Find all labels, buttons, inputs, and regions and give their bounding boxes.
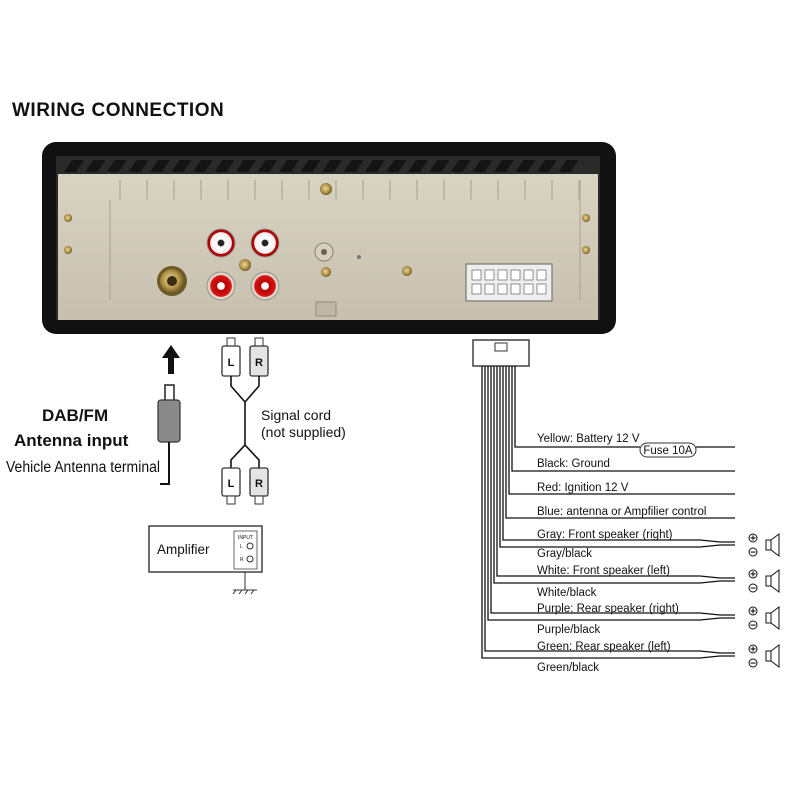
- signal-cord-plug-top-left: L: [221, 337, 241, 377]
- signal-cord-right-bottom: R: [255, 478, 263, 490]
- wire-label: Red: Ignition 12 V: [537, 482, 629, 494]
- speaker-icon: +−: [748, 533, 780, 559]
- signal-cord-note: (not supplied): [261, 424, 346, 440]
- antenna-socket: [157, 266, 187, 296]
- wire-label: Gray: Front speaker (right): [537, 529, 673, 541]
- harness-wire: [502, 366, 735, 543]
- harness-wire: [499, 366, 735, 548]
- wire-label: Green/black: [537, 662, 599, 674]
- wire-label: White/black: [537, 587, 597, 599]
- signal-cord-label: Signal cord: [261, 407, 331, 423]
- harness-wire: [487, 366, 735, 621]
- speakers: +−+−+−+−: [748, 533, 780, 670]
- wire-label: Blue: antenna or Ampfilier control: [537, 506, 706, 518]
- harness-wire: [484, 366, 735, 654]
- signal-cord-right-top: R: [255, 357, 263, 369]
- amplifier-box: Amplifier INPUT L R: [148, 525, 263, 595]
- polarity-minus: −: [750, 621, 756, 632]
- polarity-plus: +: [750, 607, 756, 618]
- harness-wire: [508, 366, 735, 495]
- polarity-minus: −: [750, 659, 756, 670]
- signal-cord-plug-bottom-left: L: [221, 467, 241, 505]
- rca-output-jacks: [206, 228, 280, 301]
- fuse-label: Fuse 10A: [643, 445, 693, 457]
- signal-cord: L R L R: [221, 337, 269, 505]
- signal-cord-left-top: L: [228, 357, 235, 369]
- amplifier-label: Amplifier: [157, 542, 210, 557]
- harness-wire: [493, 366, 735, 584]
- antenna-plug: [157, 384, 181, 485]
- harness-wire: [481, 366, 735, 659]
- harness-wire: [496, 366, 735, 579]
- antenna-arrow: [162, 345, 180, 374]
- polarity-minus: −: [750, 584, 756, 595]
- page-title: WIRING CONNECTION: [12, 100, 225, 121]
- cooling-vents: [64, 160, 579, 172]
- polarity-minus: −: [750, 548, 756, 559]
- wiring-harness: [481, 366, 735, 659]
- wire-label: White: Front speaker (left): [537, 565, 670, 577]
- harness-wire: [511, 366, 735, 472]
- iso-wiring-connector: [465, 263, 553, 302]
- wire-label: Purple/black: [537, 624, 601, 636]
- antenna-heading-1: DAB/FM: [42, 406, 108, 425]
- harness-wire: [490, 366, 735, 616]
- wire-label: Purple: Rear speaker (right): [537, 603, 679, 615]
- wire-label: Yellow: Battery 12 V: [537, 433, 640, 445]
- antenna-heading-2: Antenna input: [14, 431, 129, 450]
- signal-cord-plug-bottom-right: R: [249, 467, 269, 505]
- harness-connector-plug: [472, 339, 530, 367]
- wire-label: Black: Ground: [537, 458, 610, 470]
- wire-label: Gray/black: [537, 548, 592, 560]
- fuse: Fuse 10A: [639, 442, 697, 458]
- speaker-icon: +−: [748, 569, 780, 595]
- amplifier-input-label: INPUT: [238, 535, 253, 541]
- harness-wire: [514, 366, 735, 448]
- polarity-plus: +: [750, 570, 756, 581]
- polarity-plus: +: [750, 645, 756, 656]
- speaker-icon: +−: [748, 606, 780, 632]
- harness-wire: [505, 366, 735, 519]
- signal-cord-left-bottom: L: [228, 478, 235, 490]
- mounting-screws: [64, 183, 590, 277]
- signal-cord-plug-top-right: R: [249, 337, 269, 377]
- wire-label: Green: Rear speaker (left): [537, 641, 671, 653]
- speaker-icon: +−: [748, 644, 780, 670]
- polarity-plus: +: [750, 534, 756, 545]
- vehicle-antenna-terminal-label: Vehicle Antenna terminal: [6, 459, 160, 476]
- amplifier-input-l: L: [240, 544, 243, 550]
- head-unit-rear-panel: [42, 142, 616, 334]
- amplifier-input-r: R: [240, 557, 244, 563]
